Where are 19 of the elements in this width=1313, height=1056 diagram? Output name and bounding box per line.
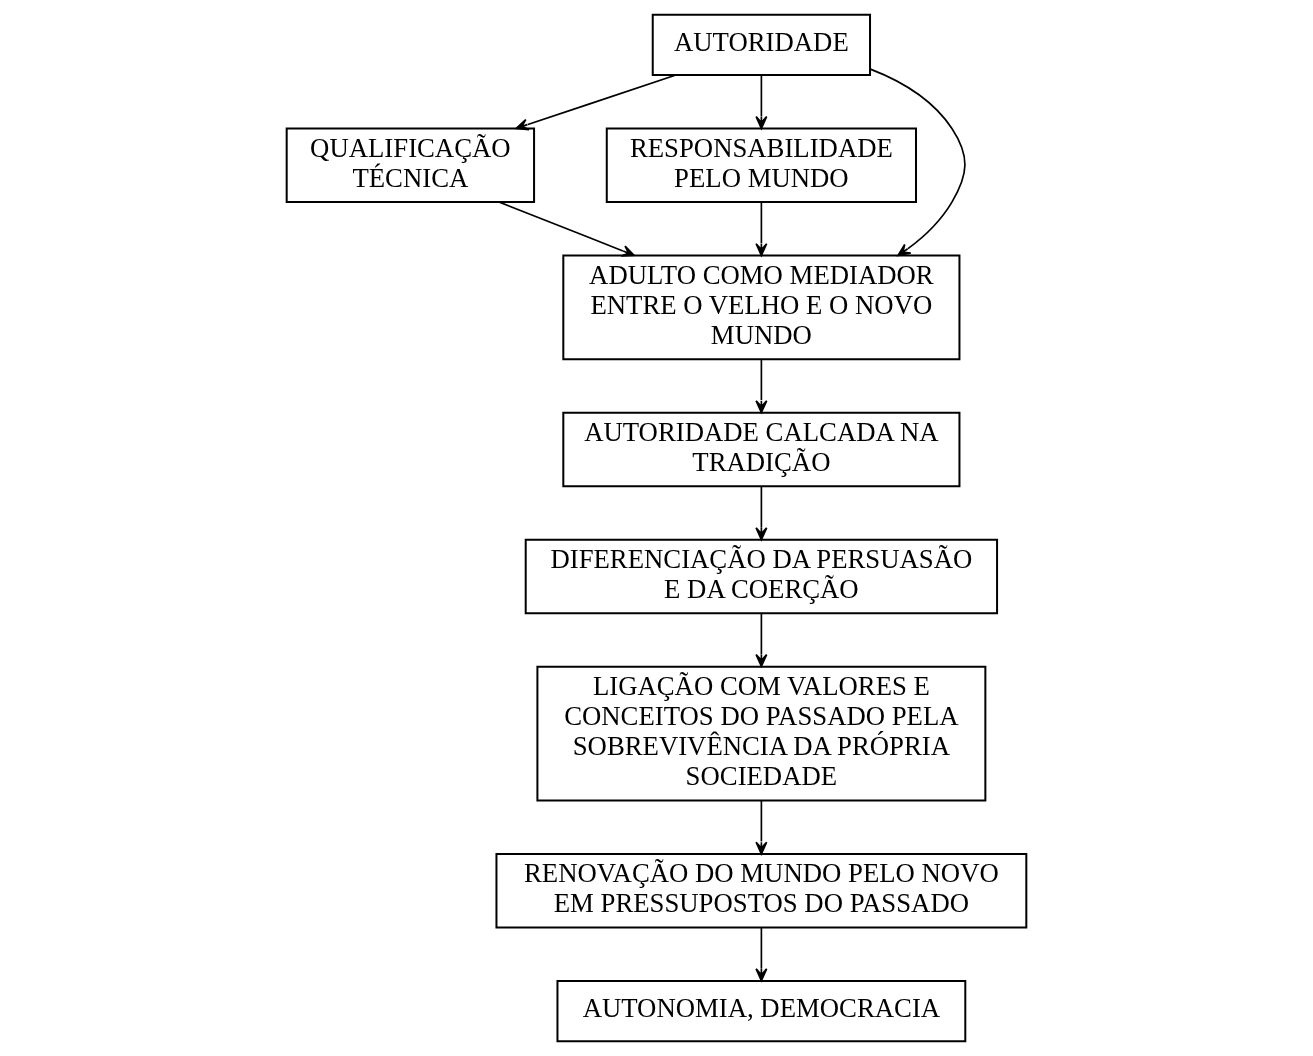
- node-box: AUTORIDADE: [651, 13, 872, 77]
- node-box: QUALIFICAÇÃO TÉCNICA: [285, 127, 536, 204]
- node-box: RENOVAÇÃO DO MUNDO PELO NOVO EM PRESSUPOSTOS DO PASSADO: [495, 852, 1028, 929]
- arrow: [755, 201, 768, 257]
- arrow: [755, 485, 768, 541]
- node-box: ADULTO COMO MEDIADOR ENTRE O VELHO E O NOVO MUNDO: [562, 254, 961, 361]
- arrow: [755, 799, 768, 855]
- arrow: [755, 612, 768, 668]
- arrow: [869, 68, 966, 257]
- arrow: [498, 201, 635, 257]
- node-box: LIGAÇÃO COM VALORES E CONCEITOS DO PASSADO PELA SOBREVIVÊNCIA DA PRÓPRIA SOCIEDADE: [536, 665, 987, 802]
- arrow: [515, 74, 677, 131]
- arrow: [755, 74, 768, 130]
- arrow: [755, 926, 768, 982]
- arrow: [755, 359, 768, 414]
- node-box: RESPONSABILIDADE PELO MUNDO: [605, 127, 917, 204]
- node-box: AUTONOMIA, DEMOCRACIA: [556, 979, 967, 1043]
- node-box: DIFERENCIAÇÃO DA PERSUASÃO E DA COERÇÃO: [524, 538, 999, 615]
- node-box: AUTORIDADE CALCADA NA TRADIÇÃO: [562, 411, 961, 488]
